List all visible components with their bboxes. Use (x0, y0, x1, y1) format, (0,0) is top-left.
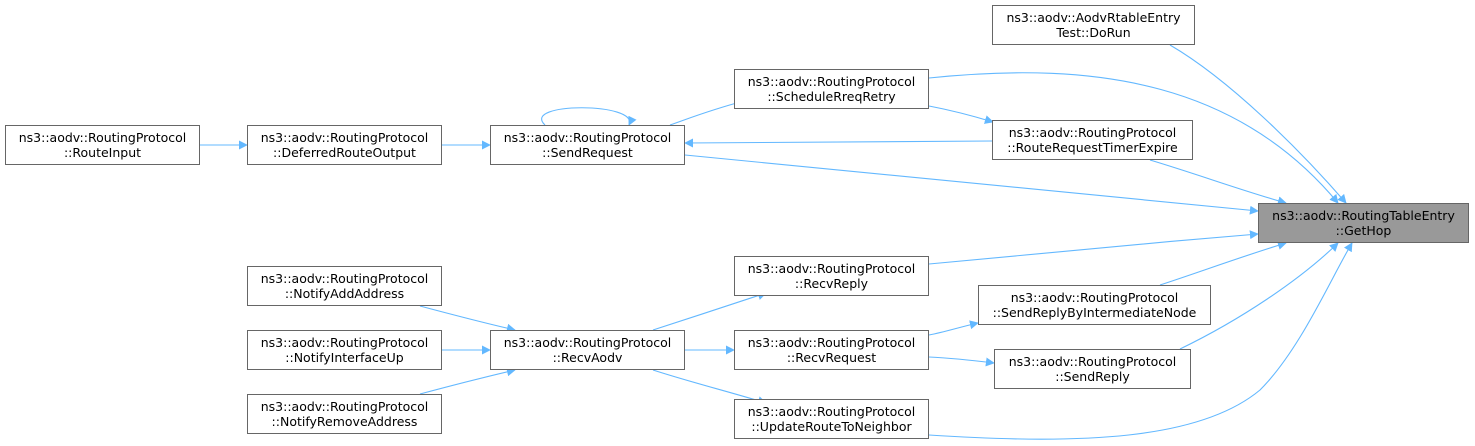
edge-notifyadd-to-recvaodv (419, 305, 516, 333)
node-notifyup-line2: ::NotifyInterfaceUp (285, 350, 404, 365)
node-sendrequest-line1: ns3::aodv::RoutingProtocol (503, 130, 672, 145)
node-recvaodv-line1: ns3::aodv::RoutingProtocol (503, 335, 672, 350)
node-dorun-line2: Test::DoRun (1056, 25, 1131, 40)
node-deferred-line2: ::DeferredRouteOutput (273, 145, 416, 160)
node-dorun[interactable]: ns3::aodv::AodvRtableEntry Test::DoRun (992, 5, 1195, 45)
node-recvreply-line2: ::RecvReply (794, 276, 869, 291)
edge-recvreply-to-gethop (928, 230, 1259, 265)
node-schedule-line1: ns3::aodv::RoutingProtocol (747, 74, 916, 89)
node-notifyremove-line1: ns3::aodv::RoutingProtocol (260, 399, 429, 414)
node-send-reply[interactable]: ns3::aodv::RoutingProtocol ::SendReply (994, 349, 1191, 389)
node-intermediate-line2: ::SendReplyByIntermediateNode (992, 305, 1197, 320)
node-sendreply-line1: ns3::aodv::RoutingProtocol (1008, 354, 1177, 369)
node-schedule-line2: ::ScheduleRreqRetry (767, 89, 896, 104)
edge-sendreply-to-gethop (1179, 242, 1339, 350)
node-recv-aodv[interactable]: ns3::aodv::RoutingProtocol ::RecvAodv (490, 330, 685, 370)
node-recv-reply[interactable]: ns3::aodv::RoutingProtocol ::RecvReply (734, 256, 929, 296)
node-routeinput-line1: ns3::aodv::RoutingProtocol (18, 130, 187, 145)
node-recvrequest-line1: ns3::aodv::RoutingProtocol (747, 335, 916, 350)
node-dorun-line1: ns3::aodv::AodvRtableEntry (1006, 10, 1181, 25)
node-send-reply-by-intermediate-node[interactable]: ns3::aodv::RoutingProtocol ::SendReplyBy… (978, 285, 1211, 325)
node-route-request-timer-expire[interactable]: ns3::aodv::RoutingProtocol ::RouteReques… (992, 120, 1193, 160)
node-deferred-line1: ns3::aodv::RoutingProtocol (260, 130, 429, 145)
node-notifyup-line1: ns3::aodv::RoutingProtocol (260, 335, 429, 350)
node-notify-interface-up[interactable]: ns3::aodv::RoutingProtocol ::NotifyInter… (247, 330, 442, 370)
node-intermediate-line1: ns3::aodv::RoutingProtocol (1010, 290, 1179, 305)
node-schedule-rreq-retry[interactable]: ns3::aodv::RoutingProtocol ::ScheduleRre… (734, 69, 929, 109)
edge-timerexpire-to-gethop (1149, 159, 1287, 206)
node-notify-remove-address[interactable]: ns3::aodv::RoutingProtocol ::NotifyRemov… (247, 394, 442, 434)
node-gethop: ns3::aodv::RoutingTableEntry ::GetHop (1258, 203, 1469, 243)
node-updateneighbor-line1: ns3::aodv::RoutingProtocol (747, 404, 916, 419)
edge-sendrequest-to-schedule (669, 98, 745, 126)
node-deferred-route-output[interactable]: ns3::aodv::RoutingProtocol ::DeferredRou… (247, 125, 442, 165)
edge-intermediate-to-gethop (1159, 241, 1287, 286)
node-send-request[interactable]: ns3::aodv::RoutingProtocol ::SendRequest (490, 125, 685, 165)
node-recv-request[interactable]: ns3::aodv::RoutingProtocol ::RecvRequest (734, 330, 929, 370)
node-route-input[interactable]: ns3::aodv::RoutingProtocol ::RouteInput (5, 125, 200, 165)
edge-updateneighbor-to-gethop (928, 242, 1353, 440)
edge-recvrequest-to-intermediate (928, 320, 979, 336)
node-notifyremove-line2: ::NotifyRemoveAddress (271, 414, 418, 429)
node-notifyadd-line2: ::NotifyAddAddress (284, 286, 405, 301)
edge-schedule-to-timerexpire (928, 105, 994, 124)
node-sendreply-line2: ::SendReply (1055, 369, 1130, 384)
node-recvaodv-line2: ::RecvAodv (552, 350, 623, 365)
edge-notifyremove-to-recvaodv (419, 367, 516, 395)
edge-dorun-to-gethop (1169, 44, 1347, 204)
node-update-route-to-neighbor[interactable]: ns3::aodv::RoutingProtocol ::UpdateRoute… (734, 399, 929, 439)
edge-sendrequest-to-gethop (684, 154, 1259, 215)
node-gethop-line1: ns3::aodv::RoutingTableEntry (1272, 208, 1455, 223)
edge-recvrequest-to-sendreply (928, 356, 995, 367)
node-sendrequest-line2: ::SendRequest (542, 145, 633, 160)
node-recvrequest-line2: ::RecvRequest (786, 350, 877, 365)
node-notify-add-address[interactable]: ns3::aodv::RoutingProtocol ::NotifyAddAd… (247, 266, 442, 306)
node-gethop-line2: ::GetHop (1335, 223, 1392, 238)
node-timerexpire-line2: ::RouteRequestTimerExpire (1007, 140, 1178, 155)
node-updateneighbor-line2: ::UpdateRouteToNeighbor (751, 419, 912, 434)
edge-sendrequest-to-sendrequest (541, 107, 637, 126)
node-recvreply-line1: ns3::aodv::RoutingProtocol (747, 261, 916, 276)
node-routeinput-line2: ::RouteInput (63, 145, 142, 160)
edge-schedule-to-gethop (928, 72, 1339, 204)
edge-timerexpire-to-sendrequest (684, 138, 993, 148)
node-timerexpire-line1: ns3::aodv::RoutingProtocol (1008, 125, 1177, 140)
edge-recvaodv-to-recvreply (652, 291, 767, 331)
node-notifyadd-line1: ns3::aodv::RoutingProtocol (260, 271, 429, 286)
